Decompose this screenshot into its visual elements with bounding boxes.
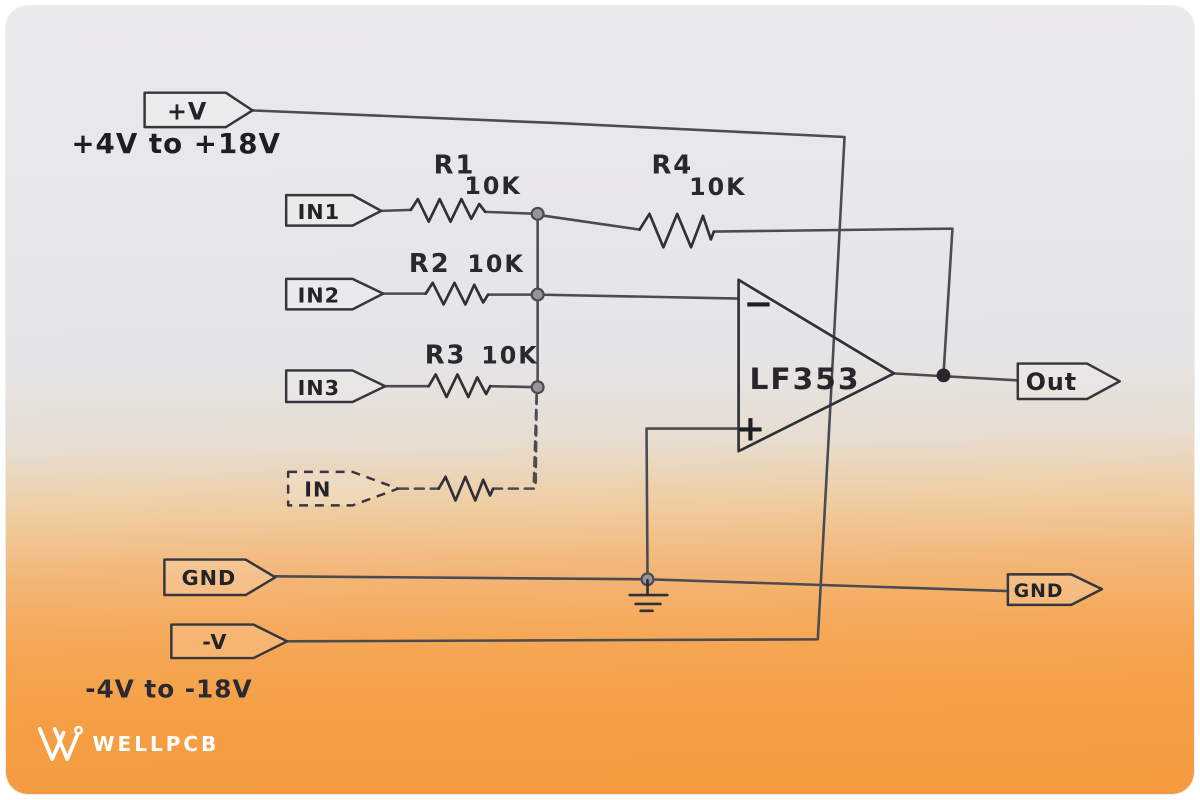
net-tag-out — [1016, 362, 1121, 401]
net-tag-in3-label: IN3 — [298, 376, 341, 400]
net-tag-gnd-right-label: GND — [1014, 581, 1064, 602]
supply-range-positive-label: +4V to +18V — [71, 127, 281, 160]
net-tag-in3 — [284, 369, 387, 404]
opamp: − + LF353 — [736, 278, 896, 453]
r4-name-label: R4 — [651, 151, 693, 181]
net-tag-in-spare — [286, 470, 400, 507]
opamp-body — [737, 278, 896, 453]
net-tag-out-label: Out — [1026, 368, 1077, 396]
wellpcb-brand-text: WELLPCB — [92, 732, 220, 756]
r1-name-label: R1 — [434, 151, 476, 181]
wire-spare-input-dashed — [397, 393, 538, 490]
net-tag-vplus — [143, 91, 254, 129]
net-tag-in2-label: IN2 — [298, 284, 341, 308]
wire-r1-leads — [379, 208, 539, 216]
resistors: R1 10K R2 10K R3 10K R4 10K — [409, 151, 746, 502]
wire-positive-supply — [251, 109, 846, 641]
wire-negative-supply — [285, 638, 818, 643]
wire-output — [891, 372, 1019, 382]
net-tag-in2 — [284, 277, 385, 311]
wire-noninverting-input — [645, 427, 740, 579]
schematic-photo: R1 10K R2 10K R3 10K R4 10K − + LF353 +V… — [6, 6, 1194, 794]
net-tag-vminus — [170, 623, 289, 660]
net-tag-in-spare-label: IN — [304, 478, 331, 502]
net-tag-gnd-left — [163, 558, 277, 597]
opamp-part-label: LF353 — [749, 362, 860, 396]
resistor-r1-symbol — [409, 197, 487, 224]
junction-dot-output — [936, 368, 951, 383]
wire-r4-feedback — [536, 213, 954, 376]
net-tag-vplus-label: +V — [167, 97, 207, 125]
wire-r3-leads — [383, 384, 539, 389]
r4-value-label: 10K — [689, 173, 746, 201]
supply-range-negative-label: -4V to -18V — [85, 675, 252, 704]
opamp-inverting-input-symbol: − — [743, 283, 773, 324]
net-tag-in1 — [284, 193, 383, 227]
circuit-schematic: R1 10K R2 10K R3 10K R4 10K − + LF353 +V… — [71, 91, 1121, 704]
net-tags: +V +4V to +18V IN1 IN2 IN3 IN GND -V -4V… — [71, 91, 1121, 704]
resistor-r2-symbol — [424, 281, 490, 306]
r2-value-label: 10K — [467, 250, 524, 278]
net-tag-gnd-left-label: GND — [182, 566, 237, 590]
r2-name-label: R2 — [409, 249, 451, 279]
resistor-spare-symbol — [437, 475, 495, 502]
r1-value-label: 10K — [464, 172, 521, 200]
net-tag-in1-label: IN1 — [298, 200, 341, 224]
opamp-noninverting-input-symbol: + — [736, 408, 766, 449]
net-tag-gnd-right — [1006, 573, 1104, 607]
wellpcb-w-mark-icon — [37, 725, 83, 761]
junctions — [530, 206, 951, 613]
r3-name-label: R3 — [425, 341, 467, 371]
wire-inverting-input — [536, 293, 740, 300]
wellpcb-logo: WELLPCB — [36, 724, 219, 764]
net-tag-vminus-label: -V — [202, 630, 227, 654]
wire-r2-leads — [381, 292, 539, 296]
ground-symbol — [628, 578, 669, 613]
resistor-r3-symbol — [427, 373, 492, 399]
junction-dot-r1 — [530, 206, 545, 221]
r3-value-label: 10K — [481, 342, 538, 370]
junction-dot-r2 — [530, 287, 545, 302]
wires — [251, 109, 1019, 643]
resistor-r4-symbol — [638, 212, 716, 249]
junction-dot-r3 — [530, 380, 545, 395]
